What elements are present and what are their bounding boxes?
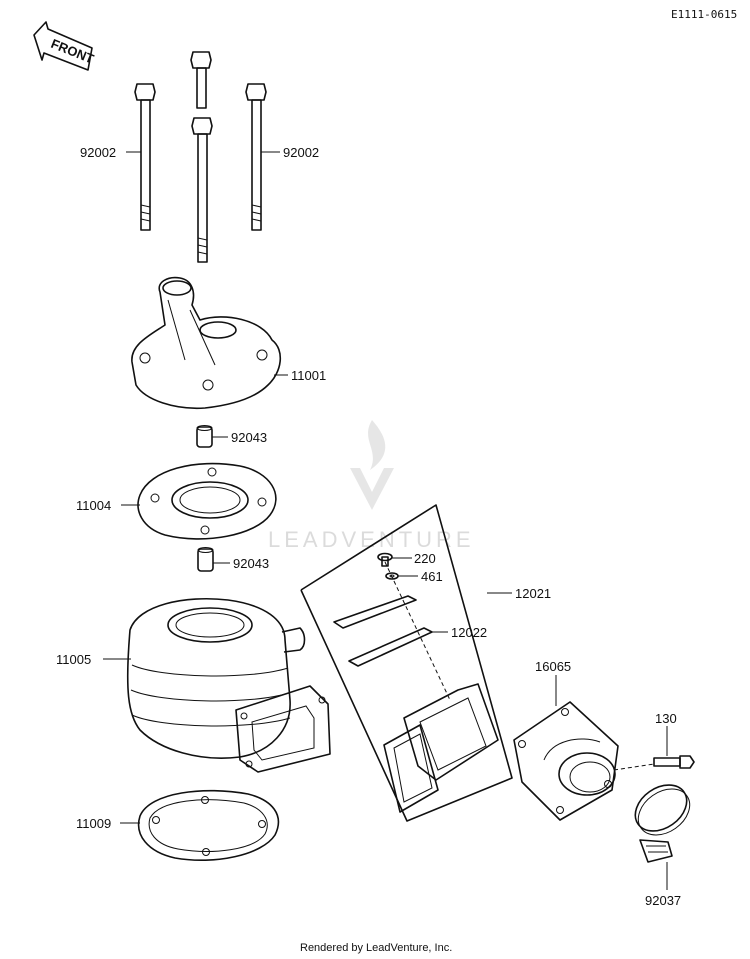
callout-reed: 12022 [451, 625, 487, 640]
front-arrow-icon: FRONT [33, 21, 96, 71]
leader-lines [103, 151, 668, 890]
footer-text: Rendered by LeadVenture, Inc. [300, 942, 452, 954]
bolt-right [245, 83, 267, 231]
callout-intake-pipe: 16065 [535, 659, 571, 674]
bolt-center-top [190, 51, 212, 109]
reed-12022 [348, 627, 433, 667]
callout-bolt-left: 92002 [80, 145, 116, 160]
dowel-pin-bottom [197, 547, 214, 572]
intake-pipe [513, 701, 619, 821]
callout-dowel-top: 92043 [231, 430, 267, 445]
reed-block [383, 683, 499, 813]
front-label: FRONT [49, 36, 96, 67]
callout-bolt-right: 92002 [283, 145, 319, 160]
callout-intake-bolt: 130 [655, 711, 677, 726]
callout-clamp: 92037 [645, 893, 681, 908]
callout-cylinder: 11005 [56, 652, 91, 667]
callout-head-gasket: 11004 [76, 498, 111, 513]
callout-cylinder-head: 11001 [291, 368, 326, 383]
cylinder [126, 597, 331, 773]
intake-bolt-130 [653, 755, 695, 769]
callout-reed-valve-assy: 12021 [515, 586, 551, 601]
screw-220 [377, 552, 393, 567]
bolt-center [191, 117, 213, 263]
reed-stopper [333, 595, 417, 629]
base-gasket [137, 789, 280, 861]
cylinder-head [131, 276, 281, 410]
head-gasket [137, 462, 277, 540]
hose-clamp [634, 784, 691, 863]
bolt-left [134, 83, 156, 231]
dowel-pin-top [196, 425, 213, 448]
callout-base-gasket: 11009 [76, 816, 111, 831]
callout-screw: 220 [414, 551, 436, 566]
callout-washer: 461 [421, 569, 443, 584]
reed-valve-assembly-frame [300, 504, 513, 822]
diagram-code: E1111-0615 [671, 8, 737, 21]
callout-dowel-bottom: 92043 [233, 556, 269, 571]
